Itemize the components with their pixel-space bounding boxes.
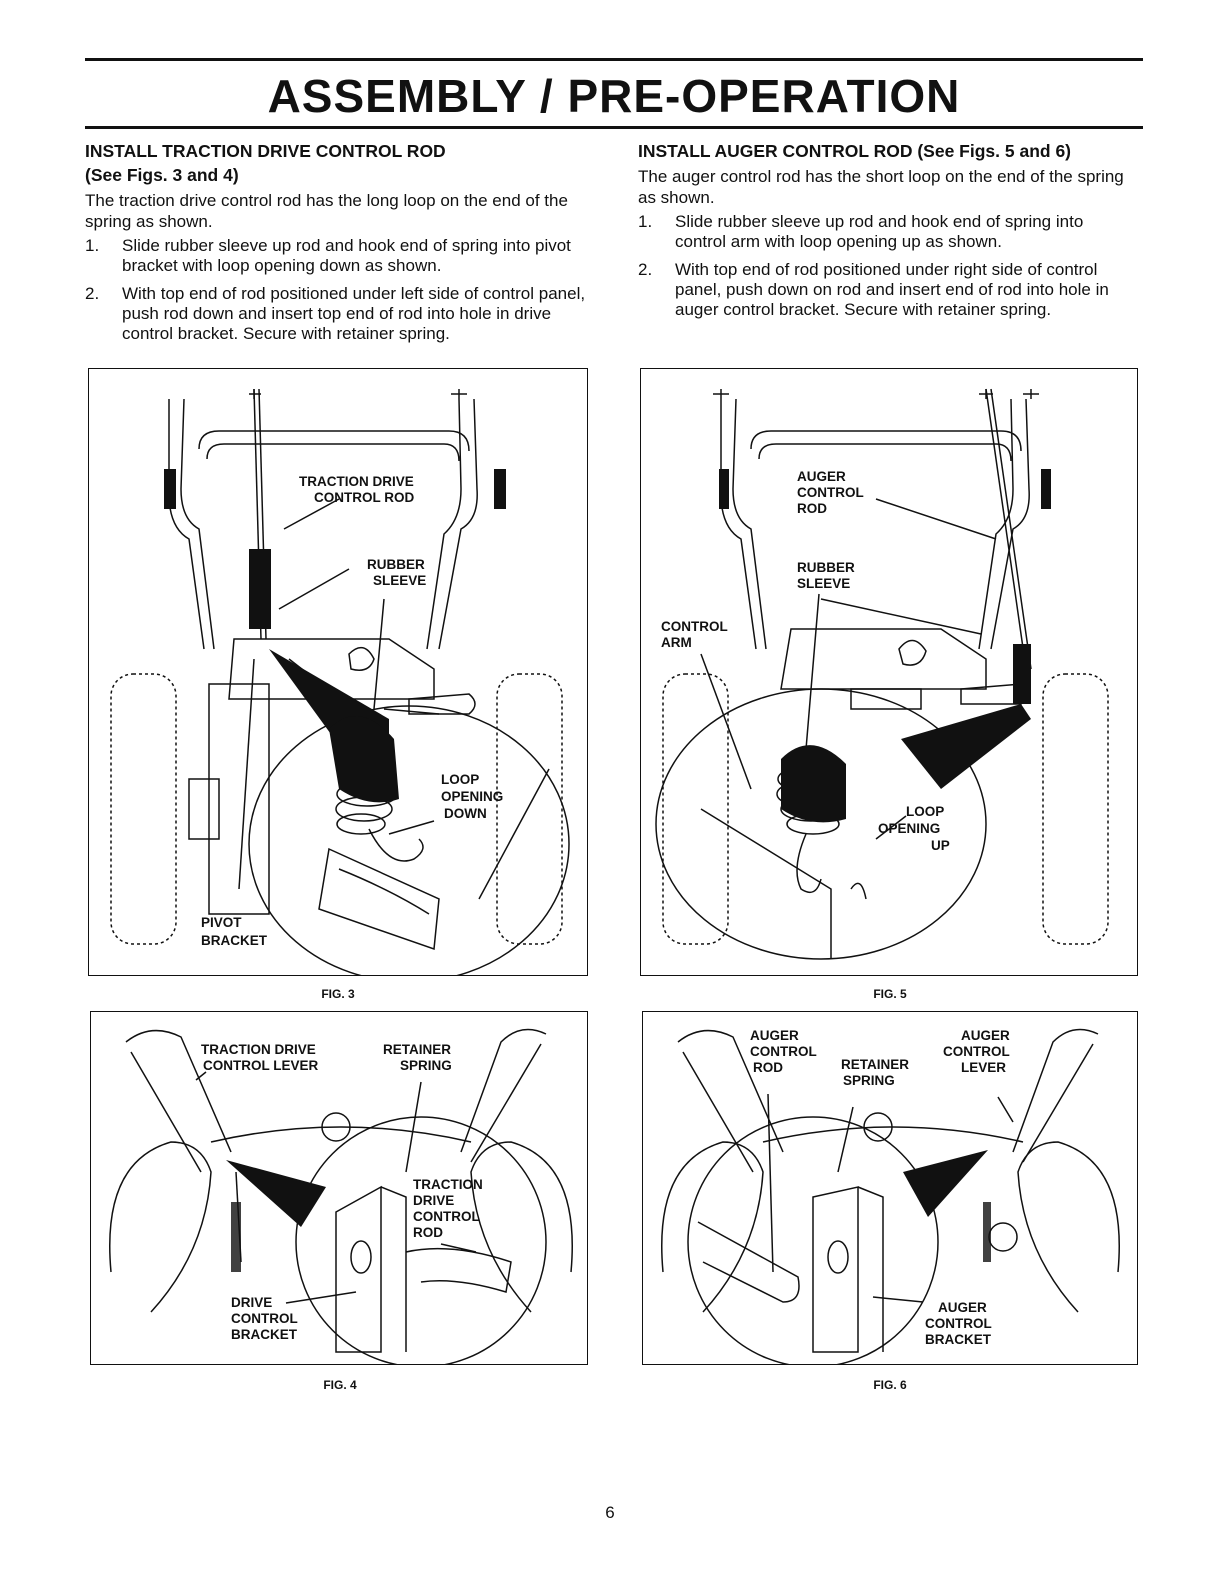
- label-spring: SPRING: [843, 1073, 895, 1088]
- left-subheading: (See Figs. 3 and 4): [85, 165, 239, 185]
- list-item: 1. Slide rubber sleeve up rod and hook en…: [85, 236, 595, 276]
- left-intro: The traction drive control rod has the l…: [85, 191, 568, 231]
- fig4-illustration: TRACTION DRIVE CONTROL LEVER RETAINER SP…: [90, 1011, 588, 1365]
- fig3-caption: FIG. 3: [321, 987, 355, 1001]
- step-text: Slide rubber sleeve up rod and hook end …: [675, 212, 1084, 251]
- step-text: With top end of rod positioned under rig…: [675, 260, 1109, 319]
- label-loop: LOOP: [906, 804, 944, 819]
- title-underline: [85, 126, 1143, 129]
- right-intro: The auger control rod has the short loop…: [638, 167, 1124, 207]
- fig5-illustration: AUGER CONTROL ROD RUBBER SLEEVE CONTROL …: [640, 368, 1138, 976]
- fig5-caption: FIG. 5: [873, 987, 907, 1001]
- label-loop: LOOP: [441, 772, 479, 787]
- label-arm: ARM: [661, 635, 692, 650]
- right-instructions: INSTALL AUGER CONTROL ROD (See Figs. 5 a…: [638, 140, 1138, 328]
- label-drive: DRIVE: [413, 1193, 454, 1208]
- step-number: 2.: [85, 284, 100, 303]
- label-drive: DRIVE: [231, 1295, 272, 1310]
- left-steps: 1. Slide rubber sleeve up rod and hook en…: [85, 236, 595, 344]
- page-title: ASSEMBLY / PRE-OPERATION: [267, 70, 961, 122]
- label-rod: ROD: [413, 1225, 443, 1240]
- list-item: 1. Slide rubber sleeve up rod and hook en…: [638, 212, 1138, 252]
- right-heading: INSTALL AUGER CONTROL ROD (See Figs. 5 a…: [638, 141, 1072, 161]
- step-text: Slide rubber sleeve up rod and hook end …: [122, 236, 571, 275]
- step-number: 2.: [638, 260, 653, 279]
- label-control: CONTROL: [231, 1311, 298, 1326]
- fig5-drawing: AUGER CONTROL ROD RUBBER SLEEVE CONTROL …: [655, 388, 1109, 960]
- label-retainer: RETAINER: [383, 1042, 451, 1057]
- label-control: CONTROL: [750, 1044, 817, 1059]
- fig4-drawing: TRACTION DRIVE CONTROL LEVER RETAINER SP…: [109, 1028, 573, 1364]
- label-retainer: RETAINER: [841, 1057, 909, 1072]
- label-control-rod: CONTROL ROD: [314, 490, 414, 505]
- label-rod: ROD: [753, 1060, 783, 1075]
- step-number: 1.: [85, 236, 100, 255]
- label-traction-drive: TRACTION DRIVE: [299, 474, 414, 489]
- label-spring: SPRING: [400, 1058, 452, 1073]
- right-steps: 1. Slide rubber sleeve up rod and hook en…: [638, 212, 1138, 320]
- label-auger: AUGER: [938, 1300, 987, 1315]
- label-opening: OPENING: [441, 789, 503, 804]
- label-control: CONTROL: [661, 619, 728, 634]
- label-rubber: RUBBER: [367, 557, 425, 572]
- page-number: 6: [605, 1503, 615, 1522]
- left-heading: INSTALL TRACTION DRIVE CONTROL ROD: [85, 141, 446, 161]
- label-lever: LEVER: [961, 1060, 1006, 1075]
- label-pivot: PIVOT: [201, 915, 242, 930]
- fig3-illustration: TRACTION DRIVE CONTROL ROD RUBBER SLEEVE…: [88, 368, 588, 976]
- label-bracket: BRACKET: [231, 1327, 298, 1342]
- label-traction: TRACTION: [413, 1177, 483, 1192]
- fig3-drawing: TRACTION DRIVE CONTROL ROD RUBBER SLEEVE…: [110, 388, 570, 975]
- label-auger: AUGER: [750, 1028, 799, 1043]
- label-control: CONTROL: [797, 485, 864, 500]
- label-control: CONTROL: [943, 1044, 1010, 1059]
- list-item: 2. With top end of rod positioned under r…: [638, 260, 1138, 320]
- fig4-caption: FIG. 4: [323, 1378, 357, 1392]
- label-rubber: RUBBER: [797, 560, 855, 575]
- left-instructions: INSTALL TRACTION DRIVE CONTROL ROD (See …: [85, 140, 595, 352]
- fig6-illustration: AUGER CONTROL ROD RETAINER SPRING AUGER …: [642, 1011, 1138, 1365]
- fig6-caption: FIG. 6: [873, 1378, 907, 1392]
- label-control-lever: CONTROL LEVER: [203, 1058, 319, 1073]
- label-opening: OPENING: [878, 821, 940, 836]
- label-sleeve: SLEEVE: [797, 576, 850, 591]
- top-rule: [85, 58, 1143, 61]
- label-control: CONTROL: [925, 1316, 992, 1331]
- label-bracket: BRACKET: [925, 1332, 992, 1347]
- fig6-drawing: AUGER CONTROL ROD RETAINER SPRING AUGER …: [661, 1028, 1120, 1364]
- label-rod: ROD: [797, 501, 827, 516]
- label-auger: AUGER: [797, 469, 846, 484]
- rubber-sleeve-shape: [249, 549, 271, 629]
- label-bracket: BRACKET: [201, 933, 268, 948]
- step-text: With top end of rod positioned under lef…: [122, 284, 586, 343]
- rubber-sleeve-shape: [1013, 644, 1031, 704]
- step-number: 1.: [638, 212, 653, 231]
- label-traction-drive: TRACTION DRIVE: [201, 1042, 316, 1057]
- label-control: CONTROL: [413, 1209, 480, 1224]
- label-up: UP: [931, 838, 950, 853]
- label-auger: AUGER: [961, 1028, 1010, 1043]
- label-sleeve: SLEEVE: [373, 573, 426, 588]
- label-down: DOWN: [444, 806, 487, 821]
- list-item: 2. With top end of rod positioned under l…: [85, 284, 595, 344]
